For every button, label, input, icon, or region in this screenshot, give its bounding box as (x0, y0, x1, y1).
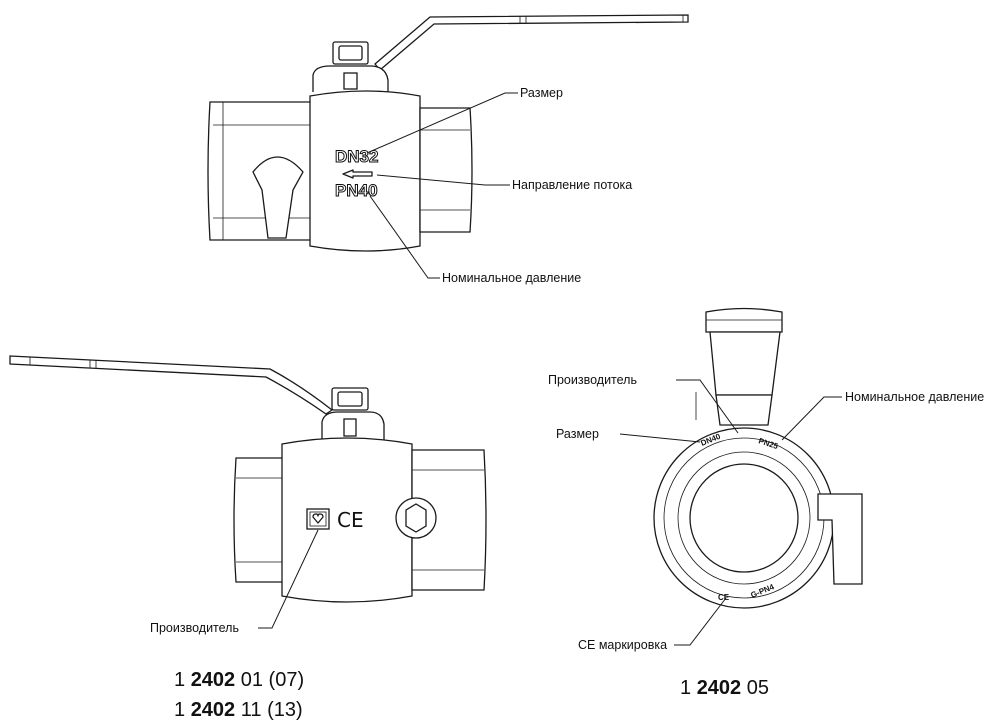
flow-arrow-icon (342, 169, 373, 179)
right-ce-leader (674, 597, 727, 646)
top-valve-drawing: DN32 PN40 Размер Направление потока Номи… (207, 14, 689, 285)
left-right-end (411, 449, 487, 591)
left-valve-drawing: CE Производитель 1 2402 01 (07) 1 2402 1… (9, 355, 487, 721)
top-right-end (419, 107, 473, 233)
right-callout-size: Размер (556, 427, 599, 441)
left-code-1: 1 2402 01 (07) (174, 669, 304, 691)
top-callout-flow: Направление потока (512, 178, 632, 192)
left-manufacturer-leader (258, 529, 319, 629)
drain-hex-icon (405, 503, 427, 533)
right-lever-neck (709, 331, 781, 396)
top-butterfly-handle (252, 156, 304, 239)
left-valve-body (281, 437, 413, 603)
left-lever (9, 355, 334, 415)
right-manufacturer-leader (676, 379, 739, 434)
top-marking-size: DN32 (335, 147, 378, 166)
right-callout-pressure: Номинальное давление (845, 390, 984, 404)
right-pressure-leader (781, 396, 842, 441)
right-bore (689, 463, 799, 573)
top-valve-body (309, 90, 421, 252)
left-code-2: 1 2402 11 (13) (174, 699, 303, 721)
top-lever (374, 14, 689, 71)
top-callout-pressure: Номинальное давление (442, 271, 581, 285)
top-pressure-leader (369, 195, 440, 279)
right-valve-drawing: DN40 PN25 CE G-PN4 Производитель Размер … (548, 307, 984, 699)
top-stem-slot (343, 72, 358, 90)
left-callout-manufacturer: Производитель (150, 621, 239, 635)
right-size-leader (619, 433, 701, 443)
top-marking-pressure: PN40 (335, 181, 378, 200)
top-flow-leader (376, 174, 510, 186)
left-stem-slot (343, 418, 357, 437)
top-size-leader (366, 92, 518, 154)
right-callout-manufacturer: Производитель (548, 373, 637, 387)
left-left-end (233, 457, 291, 583)
right-marking-ce: CE (718, 593, 730, 602)
right-callout-ce: CE маркировка (578, 638, 667, 652)
heart-icon (312, 513, 324, 524)
manufacturer-logo (306, 508, 330, 530)
right-code: 1 2402 05 (680, 677, 769, 699)
right-butterfly-handle (817, 493, 863, 585)
left-ce-mark: CE (337, 508, 364, 532)
top-callout-size: Размер (520, 86, 563, 100)
